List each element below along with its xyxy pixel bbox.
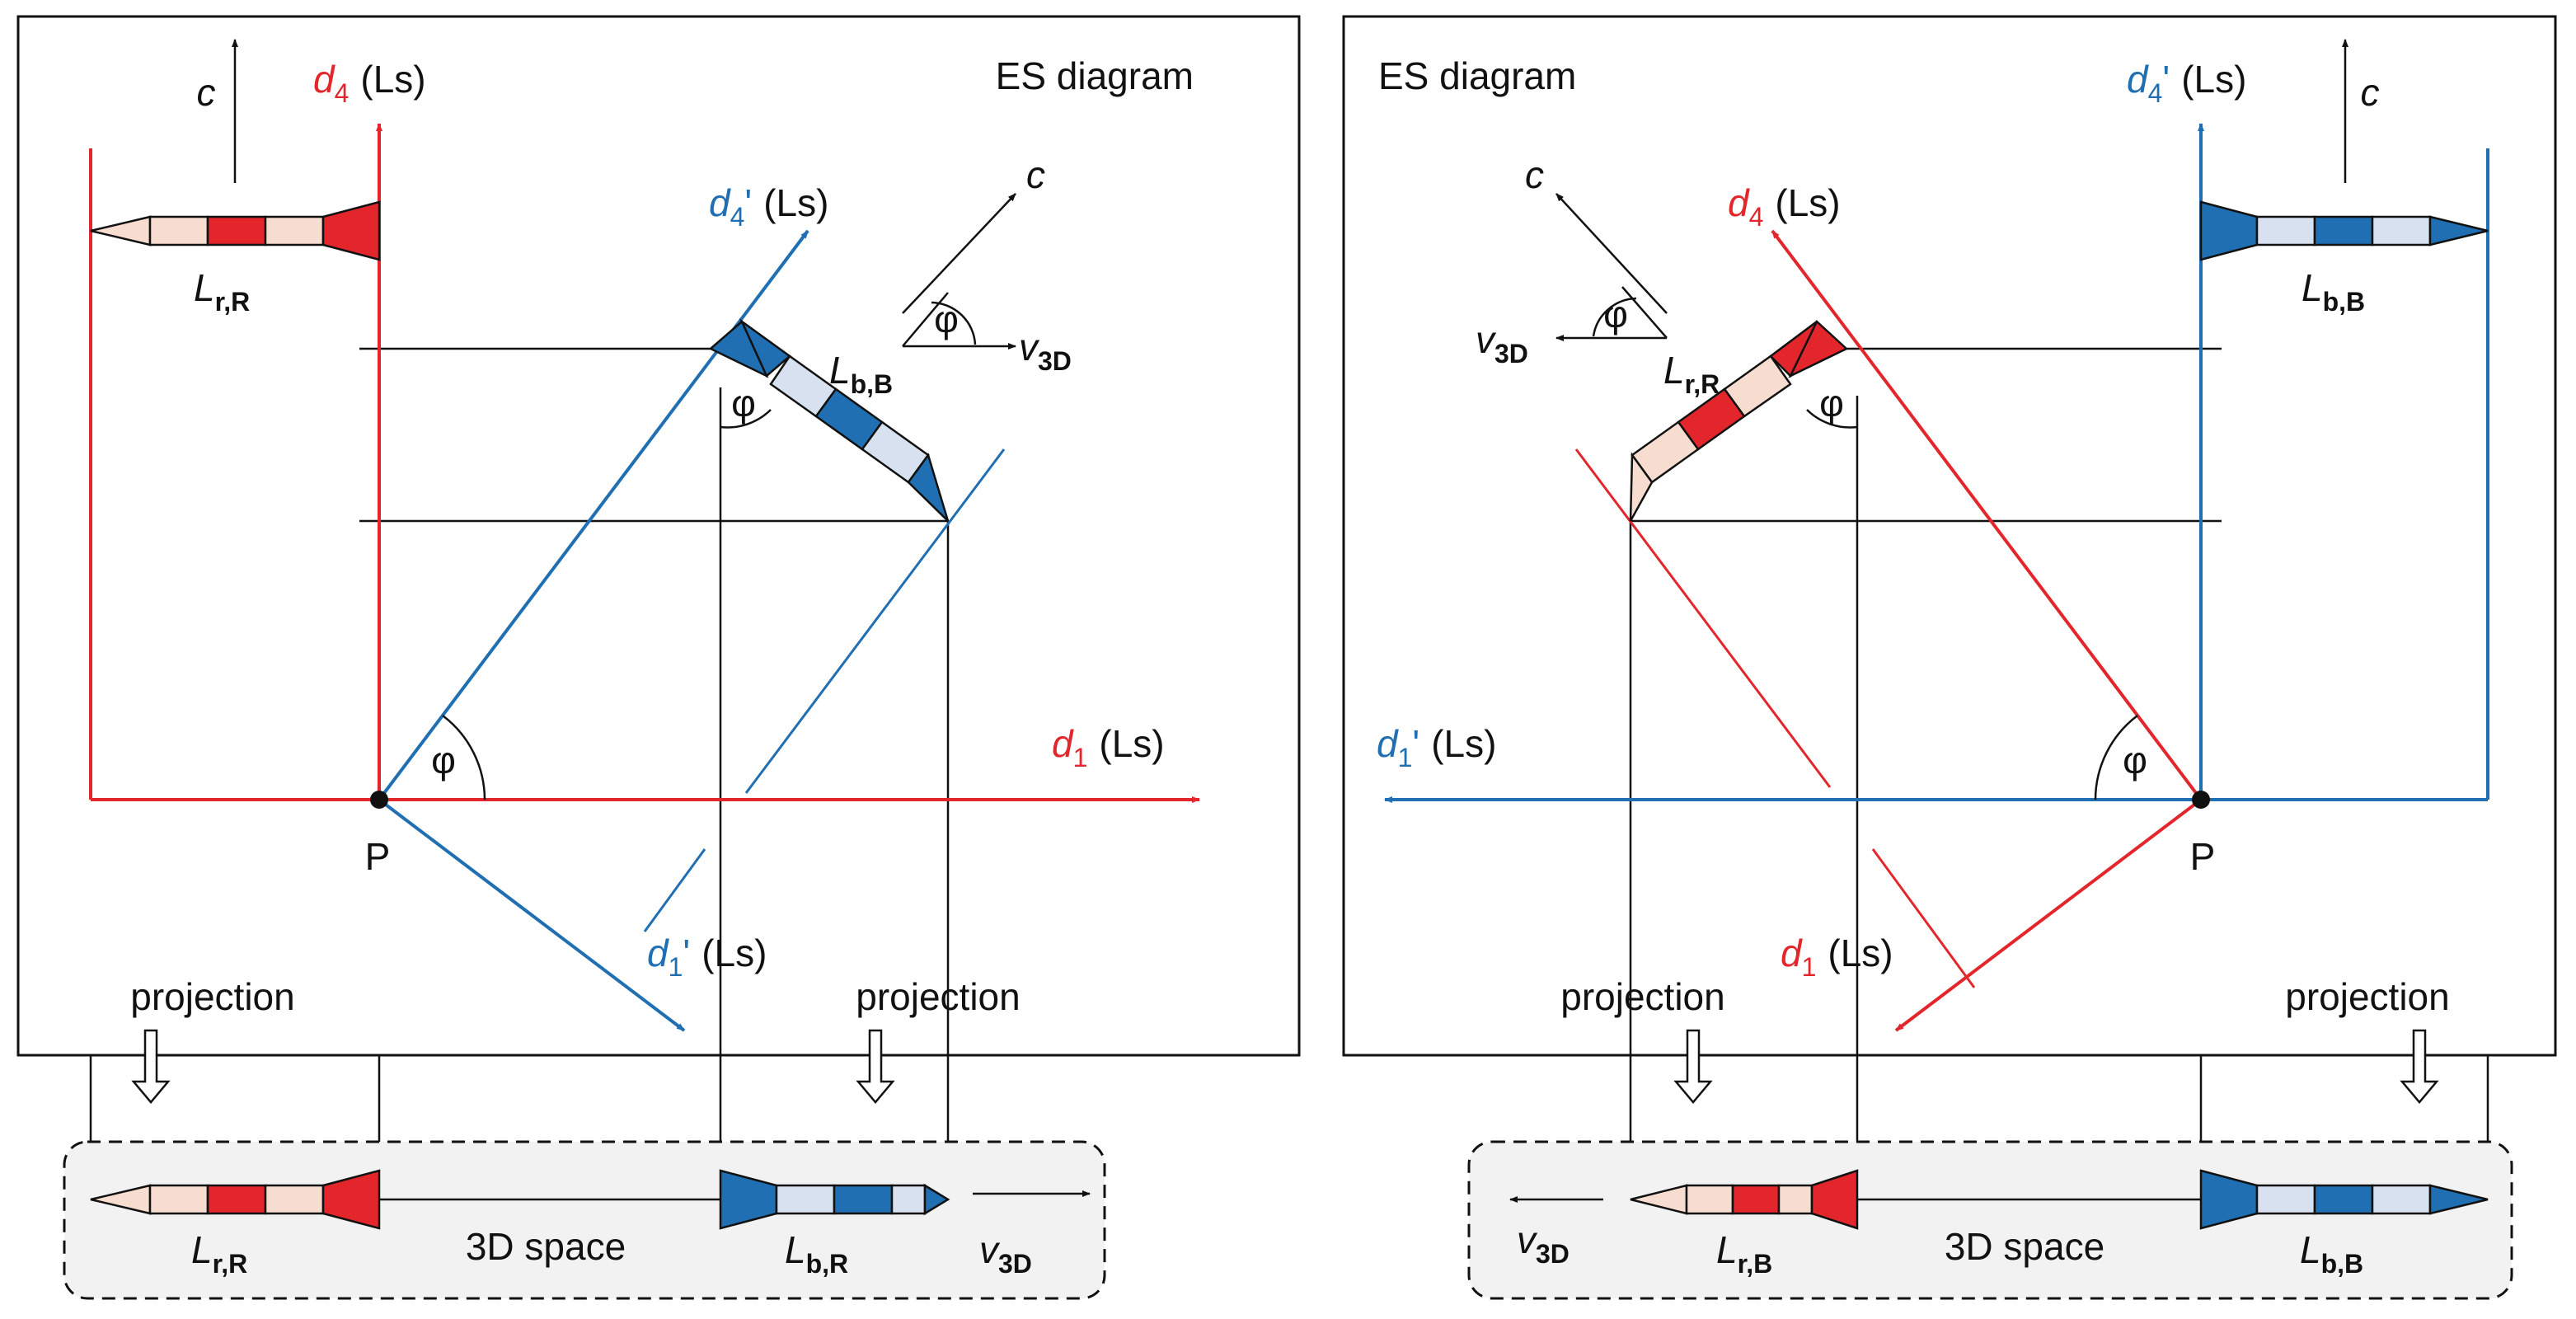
right-d4-label: d4(Ls) [1728, 181, 1841, 232]
left-box-blue-rocket [719, 1169, 950, 1230]
left-projection-arrow-2 [856, 1029, 895, 1104]
right-d1prime-label: d1'(Ls) [1377, 722, 1496, 772]
left-panel: ES diagram P φ d4(Ls) d4'(Ls) [16, 15, 1301, 1300]
left-d4-label: d4(Ls) [313, 58, 426, 108]
left-phi-label-p: φ [431, 739, 456, 782]
right-d1-axis [1894, 798, 2203, 1032]
right-point-p [2192, 791, 2210, 809]
right-box-v3d-label: v3D [1517, 1218, 1570, 1269]
left-phi-arc-p [442, 715, 486, 800]
right-small-c-label: c [1525, 153, 1544, 196]
left-projection-label-1: projection [130, 975, 294, 1018]
left-point-p-label: P [365, 835, 391, 878]
left-c-label: c [197, 71, 216, 114]
right-small-c-arrow [1555, 193, 1668, 314]
right-3d-space-box [1467, 1140, 2513, 1300]
right-projection-arrow-1 [1673, 1029, 1713, 1104]
left-red-rocket [90, 200, 381, 261]
right-red-worldline-b [1871, 848, 1976, 988]
right-red-rocket-diagonal [1629, 319, 1849, 522]
right-phi-label-p: φ [2123, 739, 2147, 782]
right-frame [1342, 15, 2557, 1057]
left-3d-space-box [63, 1140, 1106, 1300]
left-red-rocket-label: Lr,R [194, 266, 250, 317]
left-small-triangle-side [902, 292, 949, 347]
right-box-blue-label: Lb,B [2300, 1228, 2363, 1279]
right-box-blue-rocket [2199, 1169, 2489, 1230]
left-phi-label-rocket: φ [731, 382, 756, 425]
right-phi-arc-rocket [1806, 409, 1858, 429]
left-d1-label: d1(Ls) [1052, 722, 1165, 772]
right-small-phi: φ [1603, 293, 1628, 336]
right-point-p-label: P [2190, 835, 2216, 878]
left-point-p [370, 791, 388, 809]
left-small-c-label: c [1026, 153, 1045, 196]
right-box-space-text: 3D space [1945, 1225, 2104, 1268]
right-red-rocket-label: Lr,R [1663, 349, 1720, 399]
left-small-phi: φ [934, 298, 959, 340]
left-small-c-arrow [902, 193, 1016, 314]
right-c-label: c [2361, 71, 2380, 114]
left-blue-rocket-label: Lb,B [829, 349, 893, 399]
left-d4prime-label: d4'(Ls) [709, 181, 828, 232]
right-small-triangle-side [1621, 286, 1668, 339]
right-blue-rocket [2199, 200, 2489, 261]
left-projection-label-2: projection [856, 975, 1020, 1018]
right-projection-arrow-2 [2400, 1029, 2439, 1104]
right-title: ES diagram [1378, 54, 1576, 97]
left-box-v3d-label: v3D [979, 1228, 1032, 1279]
left-box-red-label: Lr,R [191, 1228, 247, 1279]
left-small-phi-arc [931, 301, 977, 345]
left-d1prime-label: d1'(Ls) [647, 932, 767, 982]
left-blue-worldline-a [744, 448, 1006, 794]
right-d4-axis [1771, 229, 2203, 801]
right-box-red-label: Lr,B [1716, 1228, 1772, 1279]
left-blue-rocket-diagonal [708, 318, 950, 522]
left-box-red-rocket [90, 1169, 381, 1230]
left-d1prime-axis [378, 798, 686, 1032]
right-red-worldline-a [1574, 448, 1832, 788]
right-blue-rocket-label: Lb,B [2302, 266, 2365, 317]
left-box-blue-label: Lb,R [785, 1228, 848, 1279]
left-box-space-text: 3D space [466, 1225, 626, 1268]
right-small-phi-arc [1592, 297, 1637, 337]
right-phi-label-rocket: φ [1819, 382, 1844, 425]
right-projection-label-1: projection [1560, 975, 1724, 1018]
right-box-red-rocket [1630, 1169, 1859, 1230]
left-v3d-label: v3D [1019, 326, 1072, 376]
left-frame [16, 15, 1301, 1057]
left-projection-arrow-1 [131, 1029, 171, 1104]
right-d4prime-label: d4'(Ls) [2127, 58, 2246, 108]
left-phi-arc-rocket [720, 409, 772, 429]
right-phi-arc-p [2094, 715, 2138, 800]
left-blue-worldline-b [643, 848, 706, 932]
left-title: ES diagram [996, 54, 1194, 97]
right-projection-label-2: projection [2285, 975, 2449, 1018]
right-panel: ES diagram P φ d4'(Ls) d4(Ls) [1342, 15, 2557, 1300]
right-v3d-label: v3D [1476, 318, 1528, 368]
right-d1-label: d1(Ls) [1781, 932, 1893, 982]
